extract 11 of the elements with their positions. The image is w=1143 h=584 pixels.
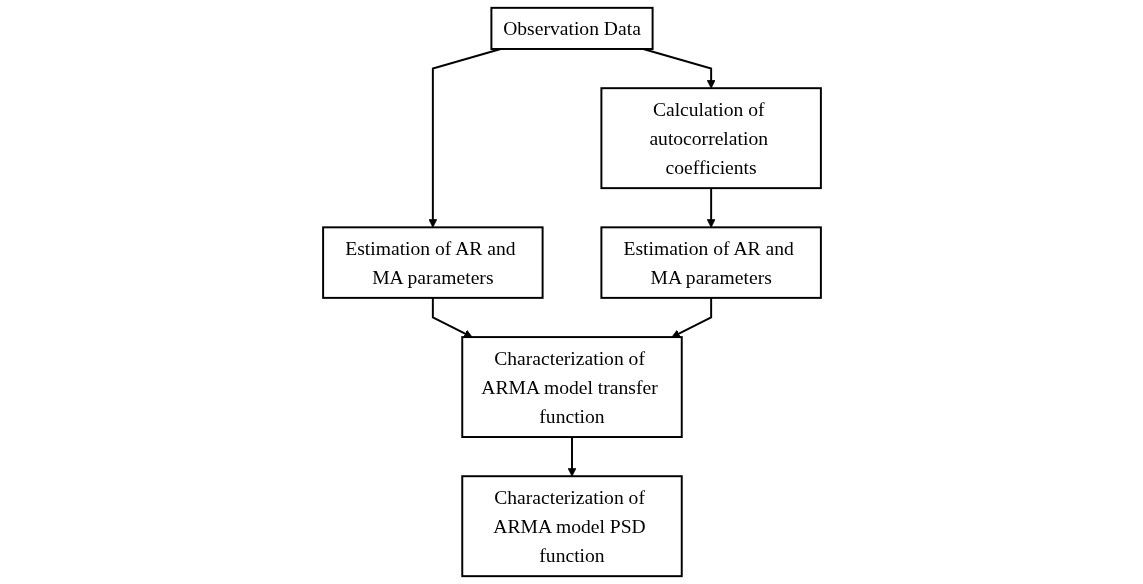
arrow <box>428 48 502 228</box>
arrow <box>671 296 712 338</box>
arrow <box>567 436 576 477</box>
node-box: Characterization of ARMA model PSD function <box>460 475 683 578</box>
node-box: Calculation of autocorrelation coefficients <box>599 87 822 190</box>
node-box: Estimation of AR and MA parameters <box>599 226 822 299</box>
node-box: Observation Data <box>489 6 654 50</box>
arrow <box>706 187 715 228</box>
node-box: Characterization of ARMA model transfer function <box>460 336 683 438</box>
arrow <box>431 296 472 338</box>
node-box: Estimation of AR and MA parameters <box>321 226 544 299</box>
